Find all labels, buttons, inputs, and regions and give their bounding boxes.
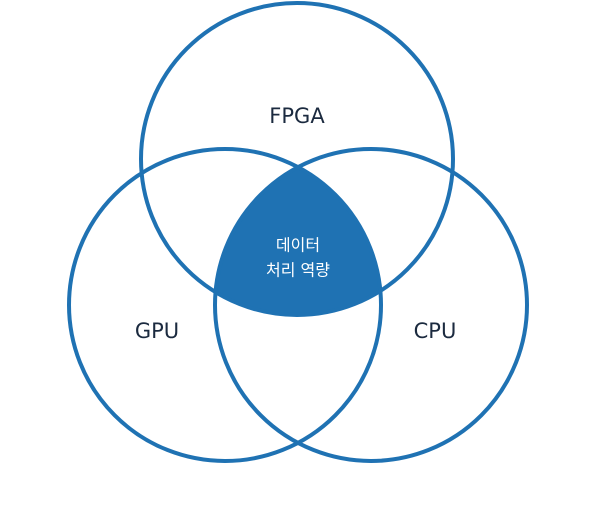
intersection-label-line1: 데이터: [276, 236, 320, 255]
fpga-circle: [139, 1, 455, 317]
cpu-circle: [213, 147, 529, 463]
gpu-circle: [67, 147, 383, 463]
fpga-label: FPGA: [269, 104, 325, 128]
gpu-label: GPU: [135, 319, 179, 343]
intersection-label-line2: 처리 역량: [266, 261, 330, 280]
cpu-label: CPU: [414, 319, 457, 343]
